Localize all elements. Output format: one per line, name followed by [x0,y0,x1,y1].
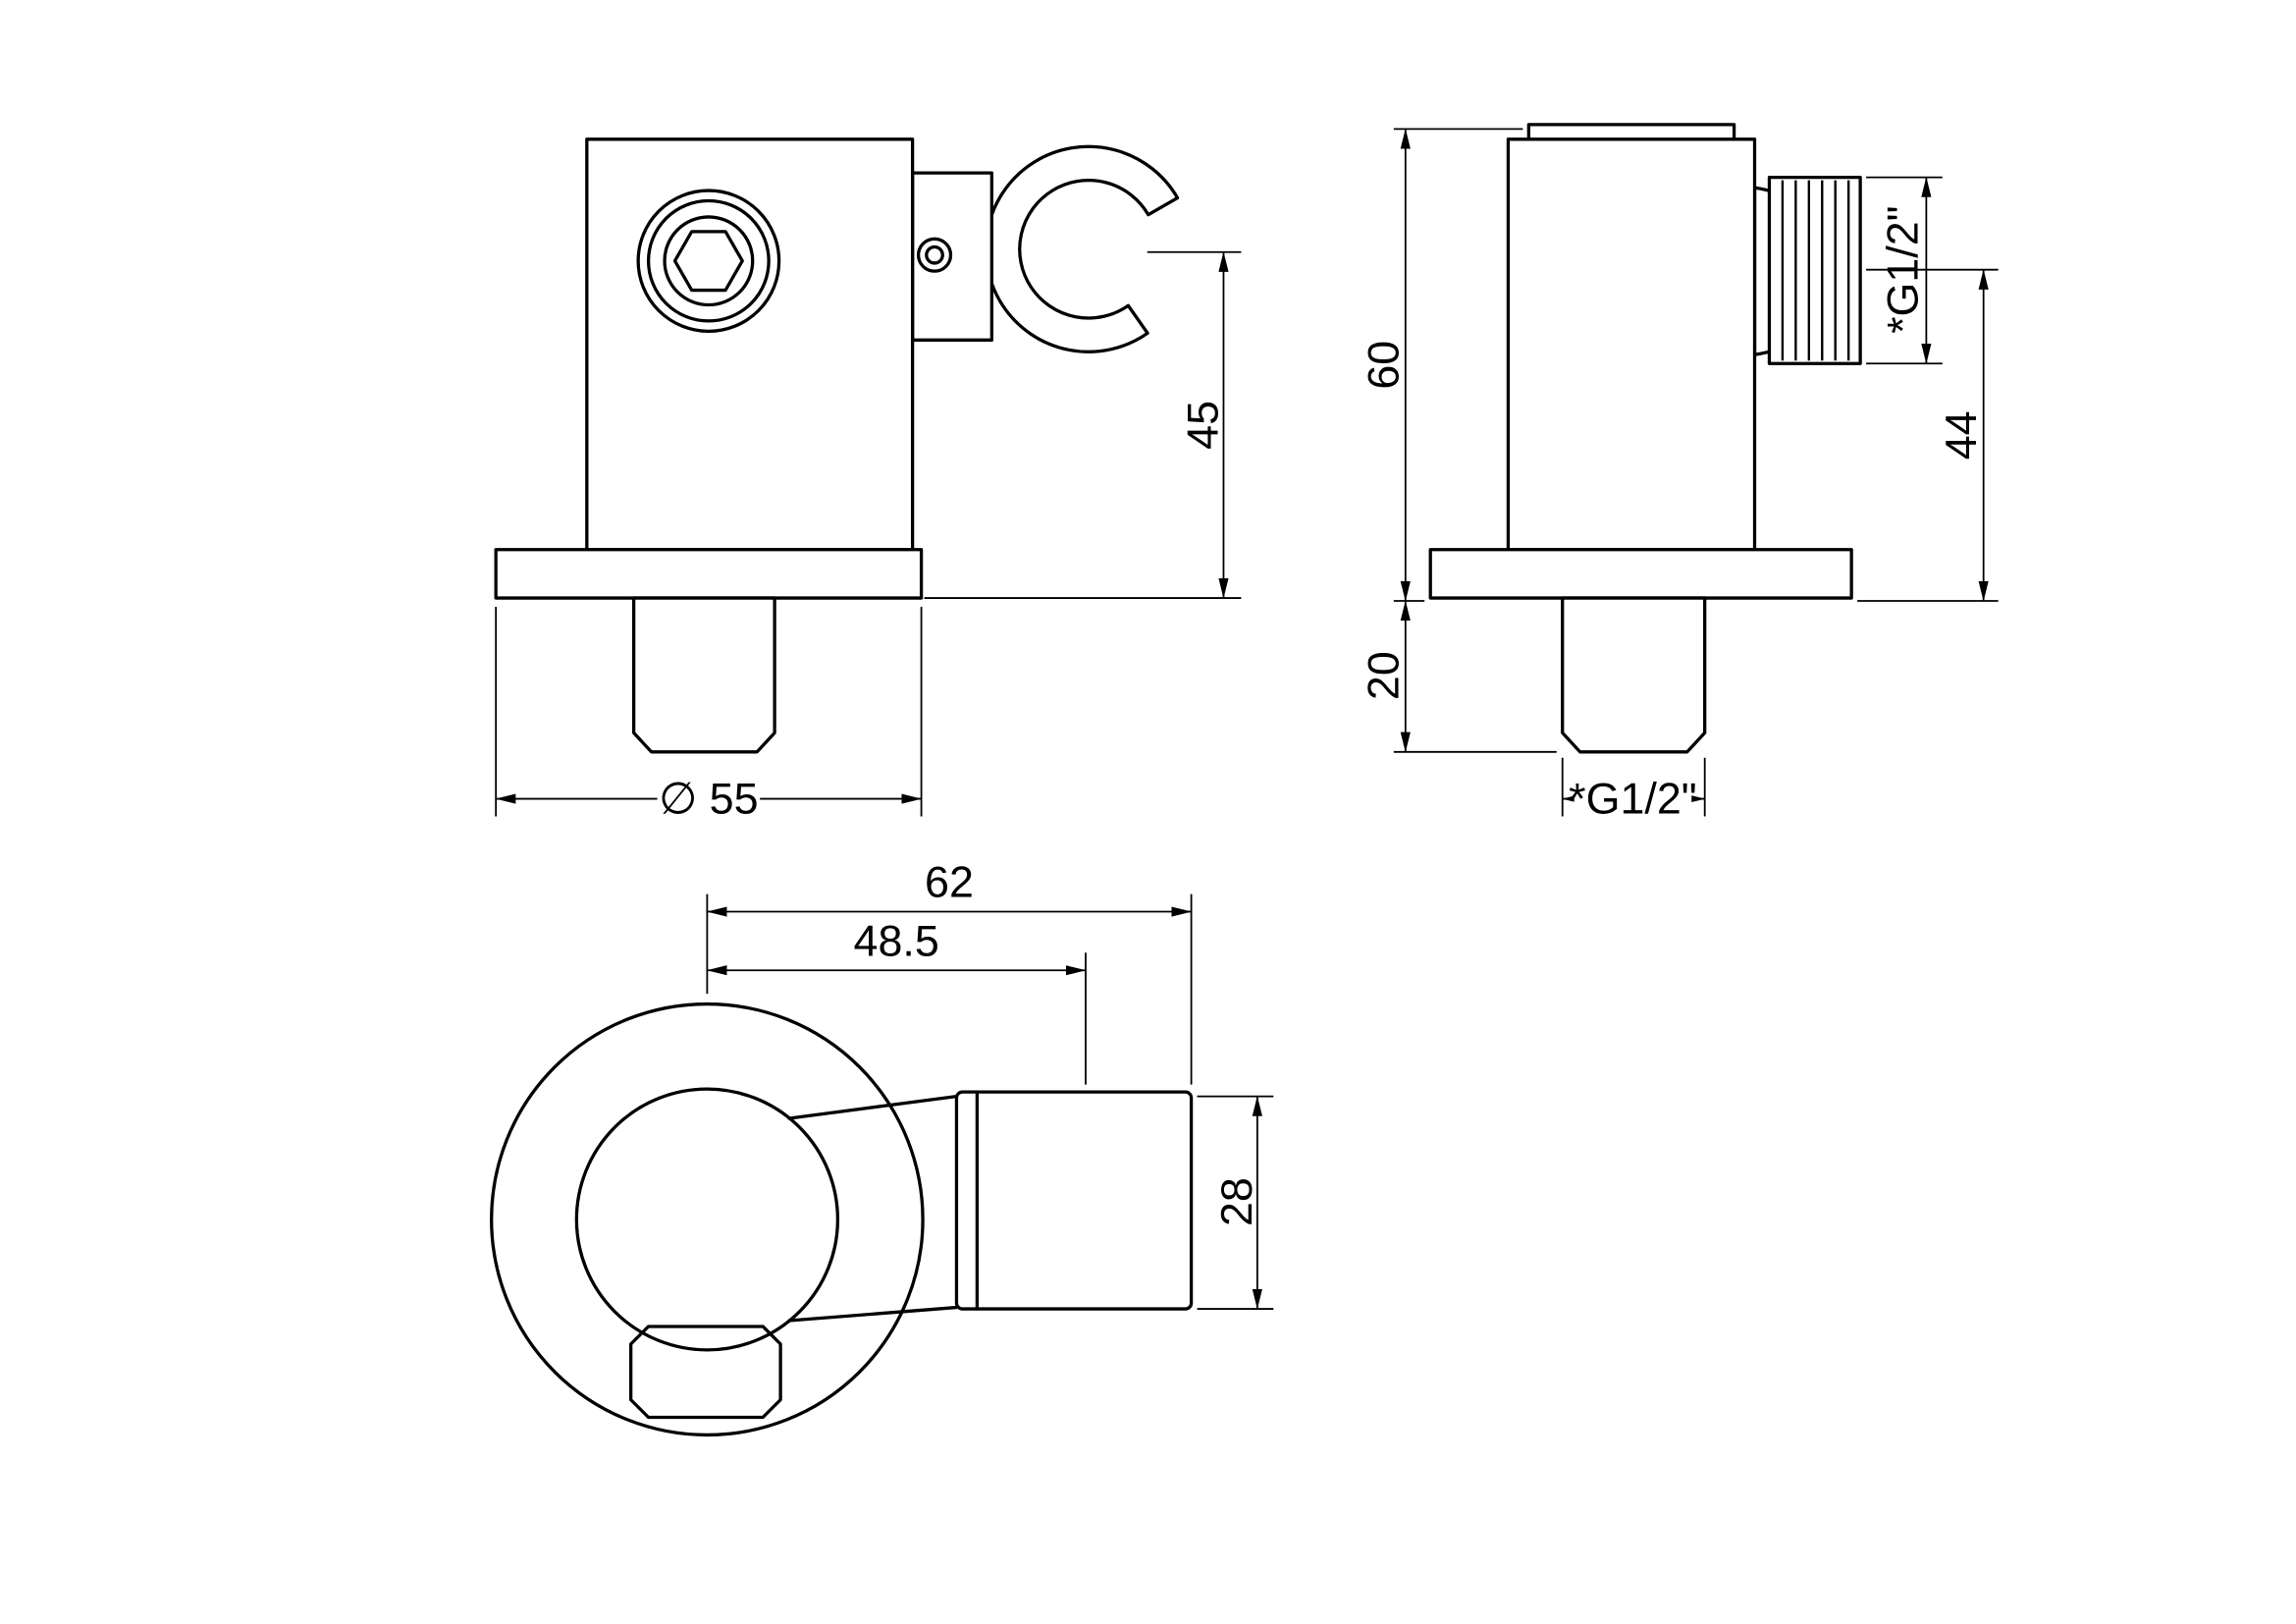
arm-top-edge [787,1094,959,1120]
dim-side-g12-stub: *G1/2" [1561,757,1706,824]
top-dimensions: 62 48.5 28 [706,858,1274,1310]
dim-front-dia55-label: ∅ 55 [659,775,758,824]
outlet-thread [1767,175,1862,365]
dim-side-60-label: 60 [1359,341,1408,390]
dim-front-dia55: ∅ 55 [495,607,923,824]
body-top-circle [574,1087,840,1352]
dim-side-20: 20 [1359,600,1557,753]
flange-front [494,548,924,600]
dim-side-60: 60 [1359,128,1523,602]
side-view [1428,123,1862,754]
top-cap [1526,123,1736,141]
dim-top-28: 28 [1197,1095,1274,1310]
holder-clip [984,144,1180,353]
thread-stub-top [629,1325,782,1420]
pivot-screw [916,237,953,273]
dim-side-20-label: 20 [1359,651,1408,700]
thread-stub-front [632,596,776,754]
thread-stub-side [1561,596,1707,754]
dim-top-485-label: 48.5 [854,916,939,965]
dim-top-28-label: 28 [1212,1177,1261,1226]
flange-top-circle [490,1001,925,1437]
front-view [494,137,1180,754]
hex-socket [636,189,781,334]
dim-side-44: 44 [1857,268,1999,602]
valve-body-side [1506,137,1757,552]
dim-front-45: 45 [924,250,1242,599]
dim-front-45-label: 45 [1179,401,1228,450]
holder-cup-top [954,1090,1194,1311]
flange-side [1428,548,1853,600]
dim-top-62-label: 62 [925,858,974,907]
dim-top-62: 62 [706,858,1193,1085]
dim-top-485: 48.5 [706,916,1087,1085]
hex-recess [672,230,744,293]
top-view [490,1001,1194,1437]
dim-side-44-label: 44 [1937,410,1986,460]
valve-body-front [585,137,915,552]
arm-bottom-edge [787,1305,959,1323]
side-dimensions: 60 20 *G1/2" 44 [1359,128,1999,824]
dim-side-g12-stub-label: *G1/2" [1569,775,1697,824]
front-dimensions: 45 ∅ 55 [495,250,1242,824]
